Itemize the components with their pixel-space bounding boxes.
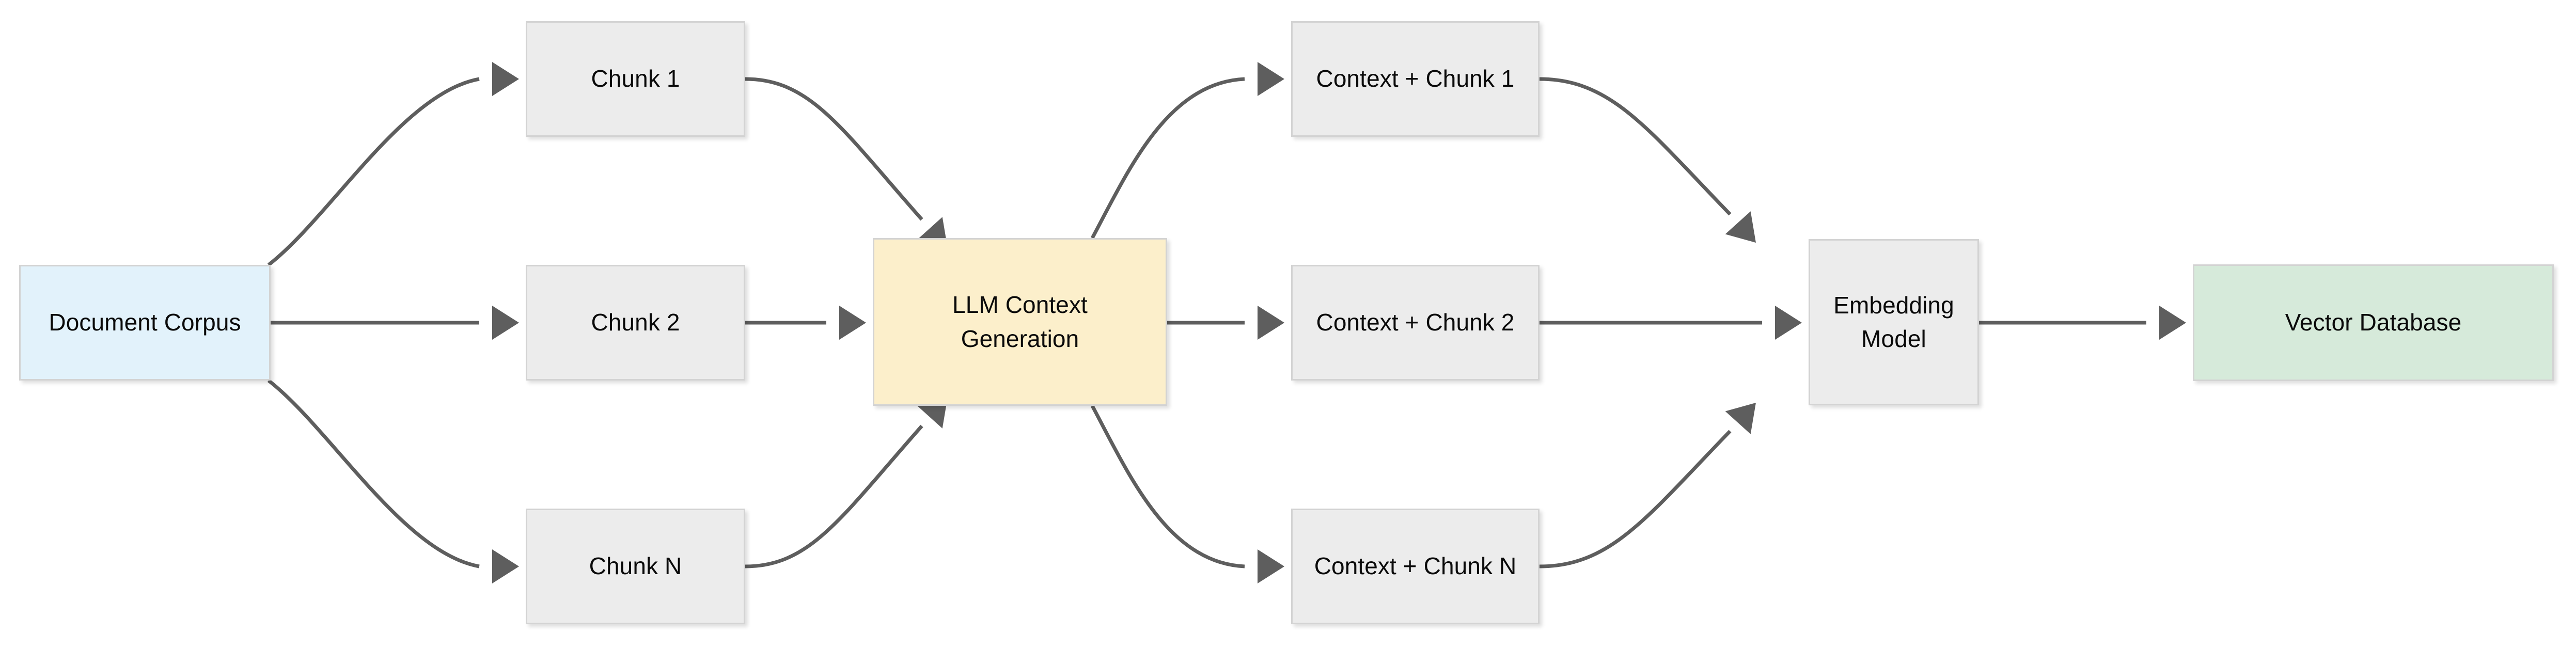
edge-llm-context1-line xyxy=(1090,77,1245,239)
edge-llm-context1-arrowhead-icon xyxy=(1258,62,1284,96)
edge-llm-context1 xyxy=(1090,62,1284,239)
edge-llm-contextn-arrowhead-icon xyxy=(1258,549,1284,583)
edge-contextn-embed xyxy=(1539,403,1756,568)
node-chunk-2[interactable]: Chunk 2 xyxy=(526,265,745,381)
node-label-llm-context-generation: LLM Context Generation xyxy=(952,291,1088,352)
edge-context2-embed xyxy=(1540,306,1802,340)
node-vector-database[interactable]: Vector Database xyxy=(2193,264,2554,381)
node-label-embedding-model: Embedding Model xyxy=(1833,291,1954,352)
node-embedding-model[interactable]: Embedding Model xyxy=(1809,239,1979,405)
node-context-chunk-2[interactable]: Context + Chunk 2 xyxy=(1291,265,1540,381)
edge-contextn-embed-line xyxy=(1539,430,1732,568)
edge-corpus-chunk1-line xyxy=(267,77,480,266)
edge-chunkn-llm-line xyxy=(745,424,923,568)
node-label-context-chunk-1: Context + Chunk 1 xyxy=(1316,65,1515,92)
node-label-vector-database: Vector Database xyxy=(2285,309,2462,336)
node-context-chunk-n[interactable]: Context + Chunk N xyxy=(1291,509,1540,624)
edge-context1-embed xyxy=(1539,77,1756,243)
node-context-chunk-1[interactable]: Context + Chunk 1 xyxy=(1291,21,1540,137)
node-label-chunk-1: Chunk 1 xyxy=(591,65,680,92)
edge-llm-context2 xyxy=(1167,306,1284,340)
edge-corpus-chunk2-arrowhead-icon xyxy=(492,306,519,340)
edge-llm-contextn-line xyxy=(1090,405,1245,568)
node-document-corpus[interactable]: Document Corpus xyxy=(19,265,271,381)
node-label-document-corpus: Document Corpus xyxy=(49,309,241,336)
edge-contextn-embed-arrowhead-icon xyxy=(1725,403,1756,434)
edge-embed-vectordb xyxy=(1979,306,2186,340)
node-chunk-n[interactable]: Chunk N xyxy=(526,509,745,624)
edge-corpus-chunk1-arrowhead-icon xyxy=(492,62,519,96)
node-llm-context-generation[interactable]: LLM Context Generation xyxy=(873,238,1167,406)
node-label-chunk-n: Chunk N xyxy=(589,552,682,580)
edge-llm-context2-arrowhead-icon xyxy=(1258,306,1284,340)
edge-context1-embed-line xyxy=(1539,77,1732,216)
edge-chunk2-llm xyxy=(745,306,866,340)
edge-corpus-chunkn-line xyxy=(267,379,480,568)
edge-llm-contextn xyxy=(1090,405,1284,583)
node-label-context-chunk-n: Context + Chunk N xyxy=(1314,552,1517,580)
edge-chunk1-llm xyxy=(745,77,948,248)
edge-corpus-chunk1 xyxy=(267,62,519,266)
node-label-chunk-2: Chunk 2 xyxy=(591,309,680,336)
edge-corpus-chunkn-arrowhead-icon xyxy=(492,549,519,583)
edge-context2-embed-arrowhead-icon xyxy=(1775,306,1802,340)
edge-chunkn-llm xyxy=(745,397,948,568)
edge-corpus-chunkn xyxy=(267,379,519,583)
node-chunk-1[interactable]: Chunk 1 xyxy=(526,21,745,137)
edge-chunk1-llm-line xyxy=(745,77,923,221)
node-label-context-chunk-2: Context + Chunk 2 xyxy=(1316,309,1515,336)
edge-context1-embed-arrowhead-icon xyxy=(1725,211,1756,243)
edge-chunk2-llm-arrowhead-icon xyxy=(839,306,866,340)
edge-embed-vectordb-arrowhead-icon xyxy=(2159,306,2186,340)
edge-corpus-chunk2 xyxy=(271,306,519,340)
